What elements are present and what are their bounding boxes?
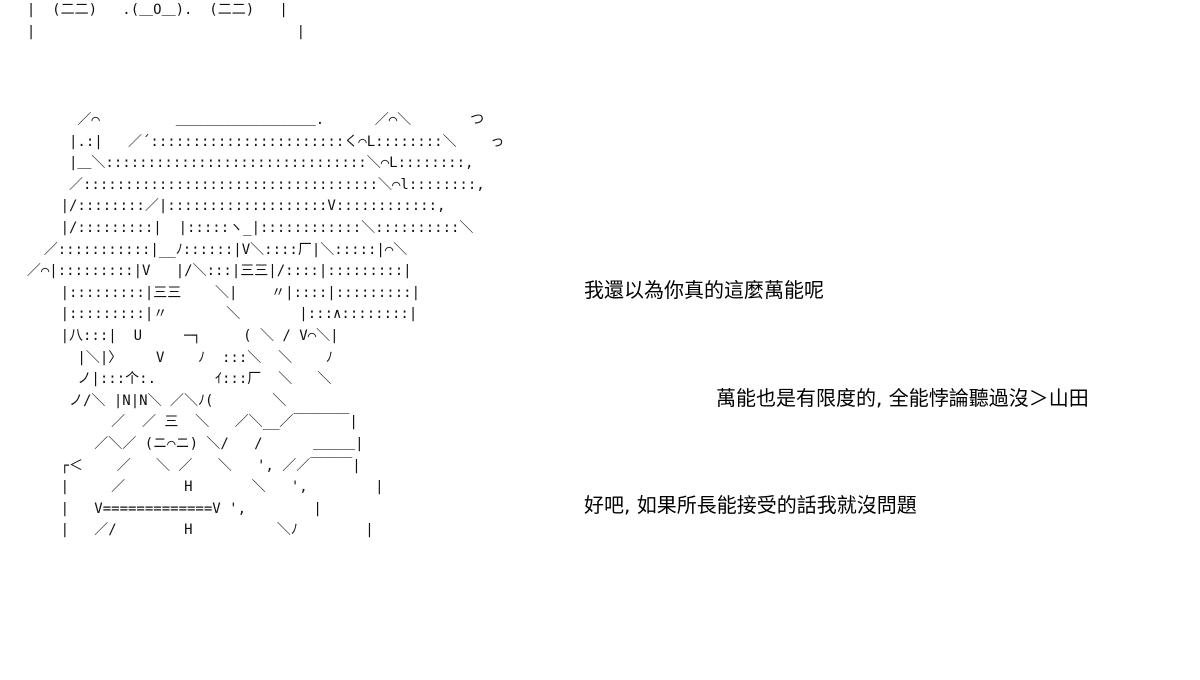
art-line: ／＼／ (ニ⌒ニ) ＼/ / ＿＿＿|: [10, 435, 364, 452]
art-line: |:::::::::|〃 ＼ |:::∧::::::::|: [10, 306, 418, 323]
art-line: |＿＼:::::::::::::::::::::::::::::::＼⌒L:::…: [10, 155, 474, 172]
art-line: | ／ H ＼ ', |: [10, 479, 384, 496]
art-line: ノ|:::个:. ｲ:::厂 ＼ ＼: [10, 371, 332, 388]
art-line: | ／/ H ＼ﾉ |: [10, 522, 374, 539]
art-line: ／:::::::::::|__ﾉ::::::|V＼::::厂|＼:::::|⌒＼: [10, 241, 408, 258]
ascii-art-top: | (二二) .(＿O＿). (二二) | | |: [10, 0, 305, 43]
art-line: ノ/＼ |N|N＼ ／＼ﾉ( ＼: [10, 392, 287, 409]
dialogue-line-2: 萬能也是有限度的, 全能悖論聽過沒＞山田: [716, 386, 1089, 410]
dialogue-line-3: 好吧, 如果所長能接受的話我就沒問題: [584, 493, 917, 517]
art-line: ┌＜ ／ ＼ ／ ＼ ', ／／￣￣￣|: [10, 457, 361, 474]
art-line: |/:::::::::| |:::::ヽ_|::::::::::::＼:::::…: [10, 219, 474, 236]
art-line: ／:::::::::::::::::::::::::::::::::::＼⌒l:…: [10, 176, 485, 193]
art-line: | V=============V ', |: [10, 500, 322, 517]
art-line: |＼|〉 V ﾉ :::＼ ＼ ﾉ: [10, 349, 333, 366]
dialogue-line-1: 我還以為你真的這麼萬能呢: [584, 278, 824, 302]
art-line: |八:::| U ─┐ ( ＼ / V⌒＼|: [10, 327, 339, 344]
art-line: | |: [10, 23, 306, 40]
art-line: ／ ／ 三 ＼ ／＼__／￣￣￣￣|: [10, 414, 358, 431]
ascii-art-character: ／⌒ ＿＿＿＿＿＿＿＿＿＿. ／⌒＼ つ |.:| ／´::::::::::::…: [10, 110, 504, 542]
art-line: ／⌒ ＿＿＿＿＿＿＿＿＿＿. ／⌒＼ つ: [10, 112, 485, 128]
art-line: |/::::::::／|:::::::::::::::::::V::::::::…: [10, 198, 446, 215]
art-line: |.:| ／´:::::::::::::::::::::::く⌒L:::::::…: [10, 133, 505, 150]
art-line: ／⌒|:::::::::|V |/＼:::|三三|/::::|:::::::::…: [10, 263, 412, 280]
art-line: | (二二) .(＿O＿). (二二) |: [10, 2, 288, 18]
art-line: |:::::::::|三三 ＼| 〃|::::|:::::::::|: [10, 284, 421, 301]
